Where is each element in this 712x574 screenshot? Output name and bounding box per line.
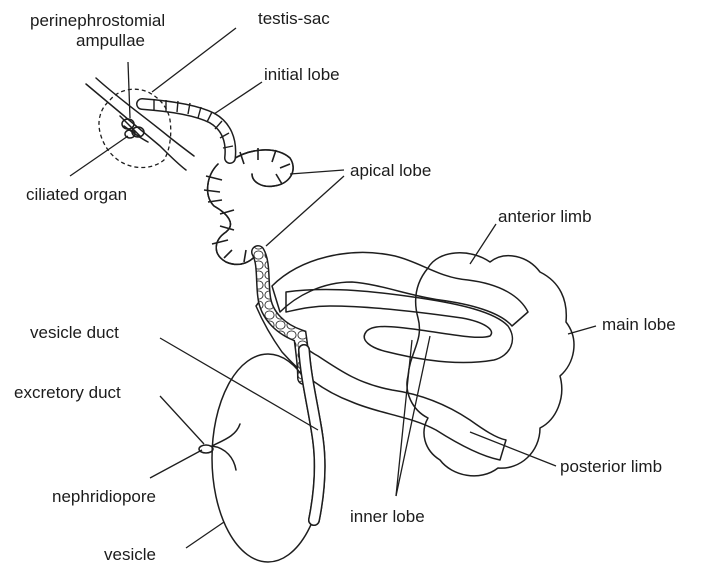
ciliated-organ-shape bbox=[86, 78, 194, 170]
apical-lobe-shape bbox=[204, 148, 293, 264]
label-perinephrostomial: perinephrostomial bbox=[30, 11, 165, 30]
inner-lobe-shape bbox=[286, 290, 512, 363]
leader-posterior-limb bbox=[470, 432, 556, 466]
label-anterior-limb: anterior limb bbox=[498, 207, 592, 226]
vesicle-shape bbox=[212, 350, 324, 562]
leader-apical-lobe-1 bbox=[290, 170, 344, 174]
label-vesicle: vesicle bbox=[104, 545, 156, 564]
label-nephridiopore: nephridiopore bbox=[52, 487, 156, 506]
leader-excretory-duct bbox=[160, 396, 204, 444]
leader-testis-sac bbox=[152, 28, 236, 92]
label-vesicle-duct: vesicle duct bbox=[30, 323, 119, 342]
connecting-tubule-shape bbox=[258, 252, 304, 378]
posterior-limb-shape bbox=[256, 298, 506, 460]
label-inner-lobe: inner lobe bbox=[350, 507, 425, 526]
label-testis-sac: testis-sac bbox=[258, 9, 330, 28]
label-excretory-duct: excretory duct bbox=[14, 383, 121, 402]
leader-inner-lobe-1 bbox=[396, 340, 412, 496]
initial-lobe-shape bbox=[142, 99, 233, 158]
leader-ciliated-organ bbox=[70, 136, 128, 176]
leader-initial-lobe bbox=[214, 82, 262, 114]
label-ciliated-organ: ciliated organ bbox=[26, 185, 127, 204]
label-ampullae: ampullae bbox=[76, 31, 145, 50]
label-apical-lobe: apical lobe bbox=[350, 161, 431, 180]
leader-vesicle-duct bbox=[160, 338, 318, 430]
label-posterior-limb: posterior limb bbox=[560, 457, 662, 476]
label-initial-lobe: initial lobe bbox=[264, 65, 340, 84]
leader-vesicle bbox=[186, 522, 224, 548]
leader-main-lobe bbox=[568, 326, 596, 334]
label-main-lobe: main lobe bbox=[602, 315, 676, 334]
leader-apical-lobe-2 bbox=[266, 176, 344, 246]
excretory-duct-shape bbox=[199, 424, 240, 470]
leader-nephridiopore bbox=[150, 450, 202, 478]
main-lobe-shape bbox=[407, 253, 574, 476]
